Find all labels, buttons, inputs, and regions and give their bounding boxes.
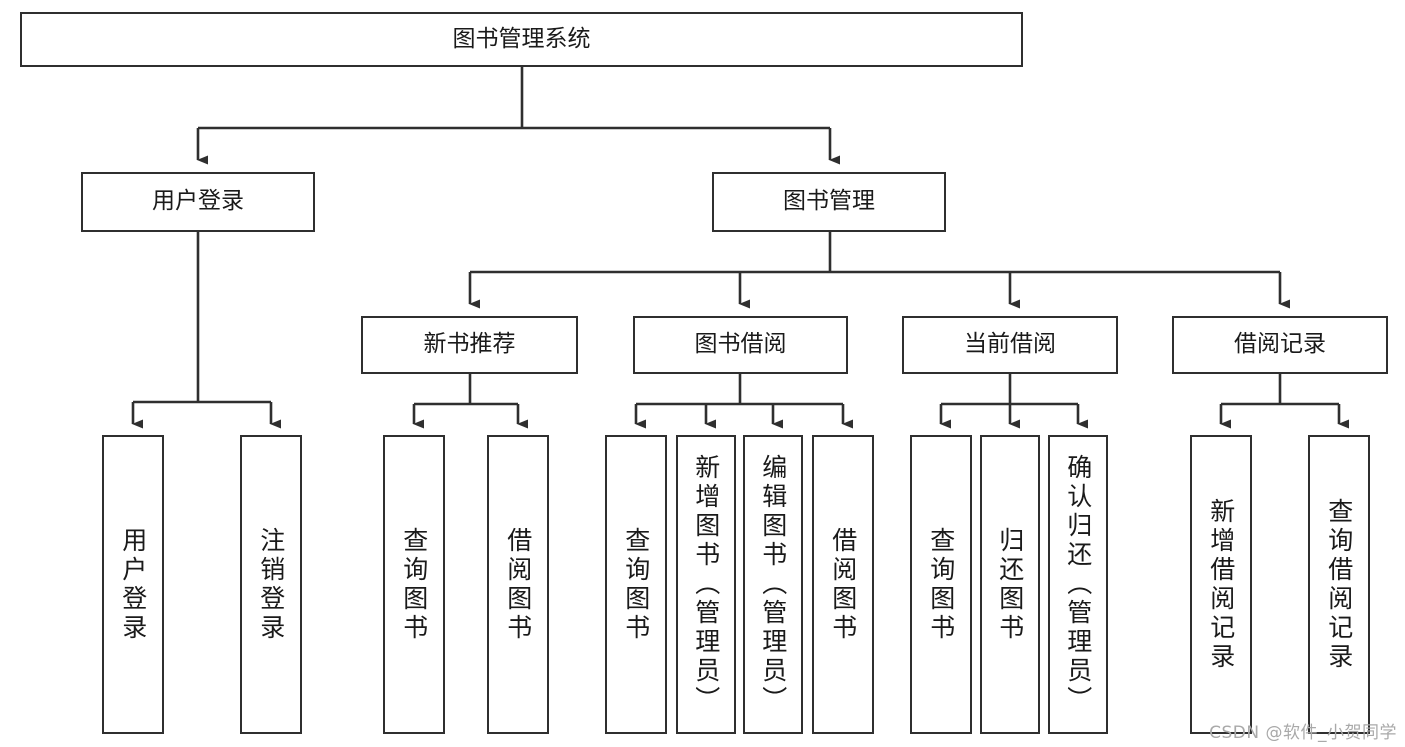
node-leaf-return-book[interactable]: 归还图书 — [980, 435, 1040, 734]
node-label-leaf-user-login: 用户登录 — [118, 526, 148, 643]
node-leaf-add-book[interactable]: 新增图书（管理员） — [676, 435, 736, 734]
node-label-user-login: 用户登录 — [152, 188, 244, 215]
node-leaf-borrow-book-1[interactable]: 借阅图书 — [487, 435, 549, 734]
node-label-new-book-recommend: 新书推荐 — [423, 331, 516, 358]
node-label-leaf-edit-book: 编辑图书（管理员） — [758, 454, 788, 715]
node-book-borrow[interactable]: 图书借阅 — [633, 316, 848, 374]
node-leaf-add-borrow-record[interactable]: 新增借阅记录 — [1190, 435, 1252, 734]
node-book-management[interactable]: 图书管理 — [712, 172, 946, 232]
node-label-leaf-query-book-3: 查询图书 — [926, 526, 956, 643]
node-label-leaf-borrow-book-1: 借阅图书 — [503, 526, 533, 643]
node-label-root: 图书管理系统 — [452, 25, 591, 52]
node-label-borrow-record: 借阅记录 — [1234, 331, 1326, 358]
node-label-leaf-add-book: 新增图书（管理员） — [691, 454, 721, 715]
node-leaf-logout-login[interactable]: 注销登录 — [240, 435, 302, 734]
node-leaf-confirm-return[interactable]: 确认归还（管理员） — [1048, 435, 1108, 734]
node-label-leaf-query-book-1: 查询图书 — [399, 526, 429, 643]
node-label-leaf-add-borrow-record: 新增借阅记录 — [1206, 497, 1236, 672]
node-leaf-query-book-1[interactable]: 查询图书 — [383, 435, 445, 734]
node-label-book-borrow: 图书借阅 — [694, 331, 787, 358]
node-label-leaf-confirm-return: 确认归还（管理员） — [1063, 454, 1093, 715]
watermark-text: CSDN @软件_小贺同学 — [1209, 723, 1397, 743]
node-new-book-recommend[interactable]: 新书推荐 — [361, 316, 578, 374]
node-user-login[interactable]: 用户登录 — [81, 172, 315, 232]
node-current-borrow[interactable]: 当前借阅 — [902, 316, 1118, 374]
node-label-book-management: 图书管理 — [783, 188, 875, 215]
node-label-leaf-query-borrow-record: 查询借阅记录 — [1324, 497, 1354, 672]
node-leaf-borrow-book-2[interactable]: 借阅图书 — [812, 435, 874, 734]
node-leaf-user-login[interactable]: 用户登录 — [102, 435, 164, 734]
node-leaf-query-book-2[interactable]: 查询图书 — [605, 435, 667, 734]
node-label-leaf-query-book-2: 查询图书 — [621, 526, 651, 643]
node-leaf-edit-book[interactable]: 编辑图书（管理员） — [743, 435, 803, 734]
node-label-leaf-return-book: 归还图书 — [995, 526, 1025, 643]
node-borrow-record[interactable]: 借阅记录 — [1172, 316, 1388, 374]
node-leaf-query-borrow-record[interactable]: 查询借阅记录 — [1308, 435, 1370, 734]
node-label-leaf-logout-login: 注销登录 — [256, 526, 286, 643]
node-root-system[interactable]: 图书管理系统 — [20, 12, 1023, 67]
node-leaf-query-book-3[interactable]: 查询图书 — [910, 435, 972, 734]
node-label-current-borrow: 当前借阅 — [964, 331, 1056, 358]
node-label-leaf-borrow-book-2: 借阅图书 — [828, 526, 858, 643]
